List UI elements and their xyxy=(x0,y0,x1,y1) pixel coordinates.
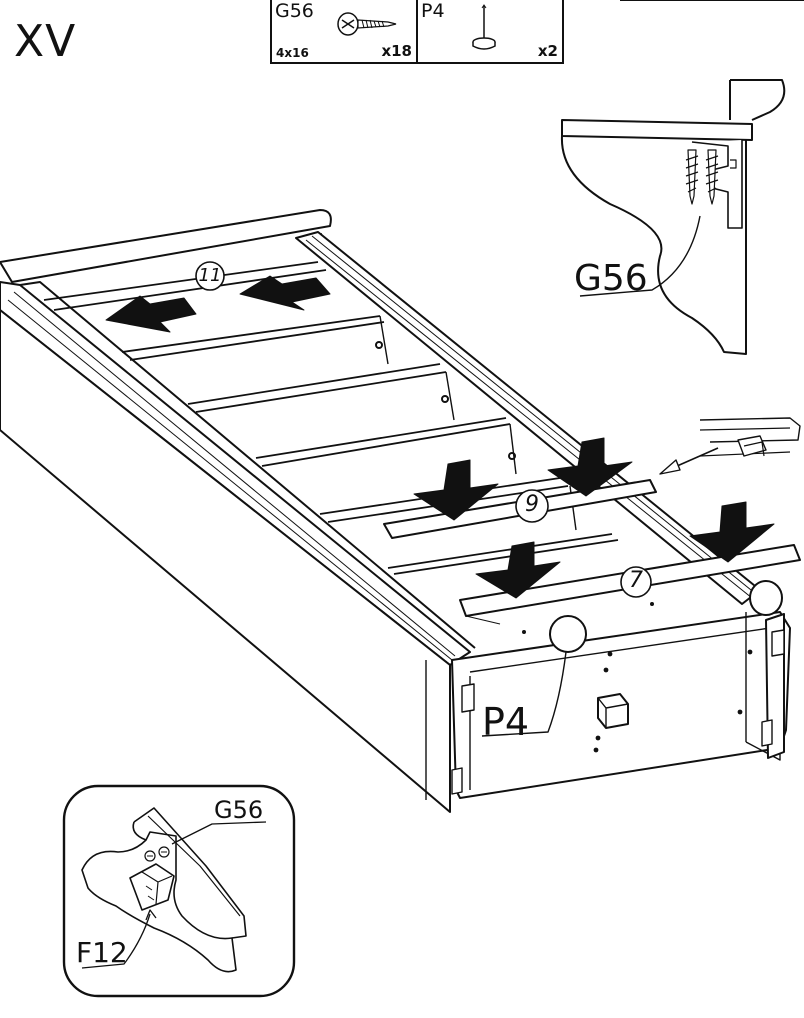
detail-screw-label-g56: G56 xyxy=(574,258,648,299)
rail-number-7: 7 xyxy=(629,568,643,593)
rail-number-9: 9 xyxy=(525,492,539,517)
glide-label-p4: P4 xyxy=(482,700,530,744)
inset-screw-label-g56: G56 xyxy=(214,796,264,824)
screw-icon xyxy=(337,12,397,36)
step-number: XV xyxy=(14,16,77,67)
part-code: P4 xyxy=(421,0,445,22)
part-cell-g56: G56 4x16 x18 xyxy=(272,0,418,62)
part-code: G56 xyxy=(275,0,314,22)
part-quantity: x2 xyxy=(537,42,558,60)
part-size: 4x16 xyxy=(276,46,309,60)
nail-glide-icon xyxy=(472,4,496,50)
part-quantity: x18 xyxy=(381,42,412,60)
inset-bracket-label-f12: F12 xyxy=(76,936,128,969)
rail-number-11: 11 xyxy=(198,265,222,286)
parts-table: G56 4x16 x18 P4 x2 xyxy=(270,0,564,64)
part-cell-p4: P4 x2 xyxy=(418,0,562,62)
